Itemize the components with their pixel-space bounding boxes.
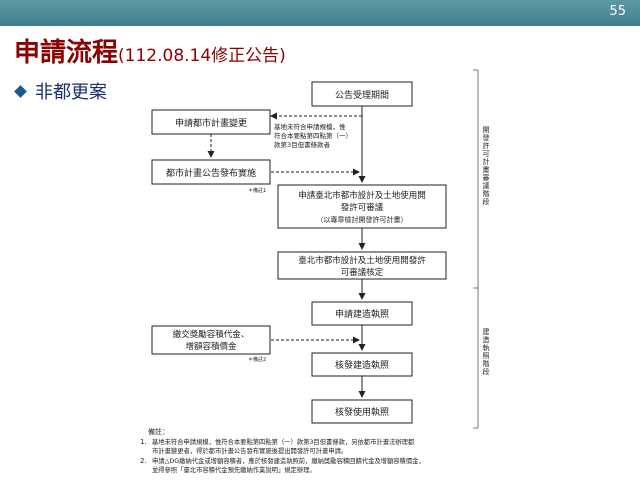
box-b3-text: 都市計畫公告發布實施	[166, 167, 256, 179]
box-b6	[311, 301, 413, 326]
notes-heading: 備註：	[148, 427, 169, 436]
box-b9-text: 核發使用執照	[335, 406, 389, 418]
box-b3	[151, 159, 271, 185]
box-b8-text: 核發建造執照	[335, 359, 389, 371]
note-2-line1: 申請△DG繳納代金或增額容積者，應於核發建造執照前，繳納獎勵容積回饋代金及增額容…	[152, 456, 425, 465]
note-1-number: 1.	[140, 438, 147, 446]
slide-title-main: 申請流程	[14, 38, 119, 68]
box-b5	[277, 251, 447, 280]
bullet-item: 非都更案	[14, 78, 107, 104]
slide-title-sub: (112.08.14修正公告)	[118, 46, 286, 66]
bullet-text: 非都更案	[35, 82, 107, 103]
box-b1-text: 公告受理期間	[335, 89, 389, 101]
box-b9	[311, 399, 413, 424]
phase-lower-label: 建造執照階段	[482, 327, 490, 376]
box-b8	[311, 352, 413, 377]
phase-upper-label: 開發許可計畫審議階段	[482, 126, 490, 206]
box-b7-line1: 繳交獎勵容積代金、	[173, 329, 250, 340]
box-b1	[311, 81, 413, 107]
box-b7-line2: 增額容積價金	[185, 341, 237, 352]
note-2-number: 2.	[140, 457, 147, 465]
box-b4-line3: （以專章檢討開發許可計畫）	[317, 215, 408, 224]
box-b4-line2: 發許可審議	[341, 202, 384, 213]
annotation-line3: 款第3目但書條款者	[274, 140, 331, 149]
note-2-line2: 並得參照「臺北市容積代金預先繳納作業說明」規定辦理。	[152, 465, 316, 474]
box-b5-line1: 臺北市都市設計及土地使用開發許	[298, 255, 426, 266]
box-b4	[277, 184, 447, 229]
annotation-line2: 符合本要點第四點第（一）	[274, 131, 352, 140]
box-b2-text: 申請都市計畫變更	[175, 117, 247, 129]
note-1-line2: 市計畫變更者，得於都市計畫公告發布實施後提出開發許可計畫申請。	[152, 446, 347, 455]
box-b5-line2: 可審議核定	[341, 267, 384, 278]
annotation-line1: 基地未符合申請規模，惟	[274, 122, 346, 131]
box-b7	[151, 325, 271, 355]
box-b4-line1: 申請臺北市都市設計及土地使用開	[298, 190, 426, 201]
header-bar: 55	[0, 0, 640, 26]
page-number: 55	[609, 4, 626, 19]
slide-title: 申請流程(112.08.14修正公告)	[14, 32, 286, 69]
box-b6-text: 申請建造執照	[335, 308, 389, 320]
note-mark-2: ＊備註2	[248, 356, 266, 363]
note-1-line1: 基地未符合申請規模，惟符合本要點第四點第（一）款第3目但書條款，另依都市計畫法辦…	[152, 437, 415, 446]
note-mark-1: ＊備註1	[248, 187, 266, 194]
box-b2	[151, 109, 271, 135]
dashed-arrow-b1-b2	[267, 115, 362, 122]
